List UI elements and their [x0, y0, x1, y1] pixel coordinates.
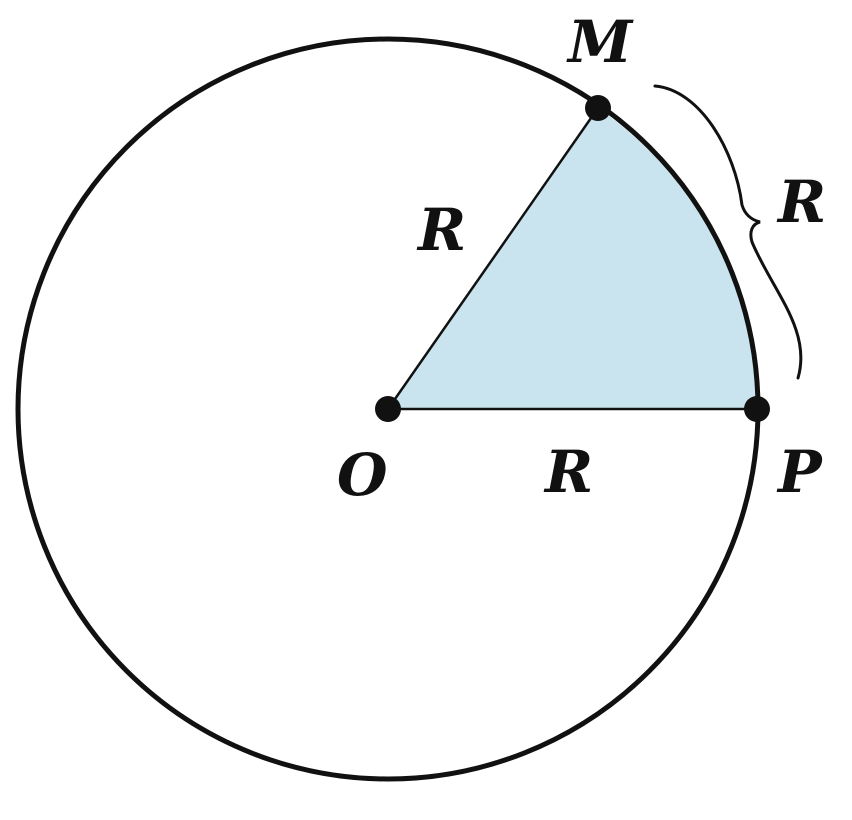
label-r-op: R	[543, 438, 593, 506]
label-r-arc: R	[776, 168, 826, 236]
label-p: P	[776, 438, 823, 506]
label-r-om: R	[416, 196, 466, 264]
label-o: O	[337, 441, 388, 509]
point-m	[585, 95, 611, 121]
point-p	[744, 396, 770, 422]
radius-om	[386, 107, 600, 410]
point-o	[375, 396, 401, 422]
sector-omp	[388, 108, 757, 409]
arc-brace	[653, 84, 803, 380]
label-m: M	[566, 8, 634, 76]
